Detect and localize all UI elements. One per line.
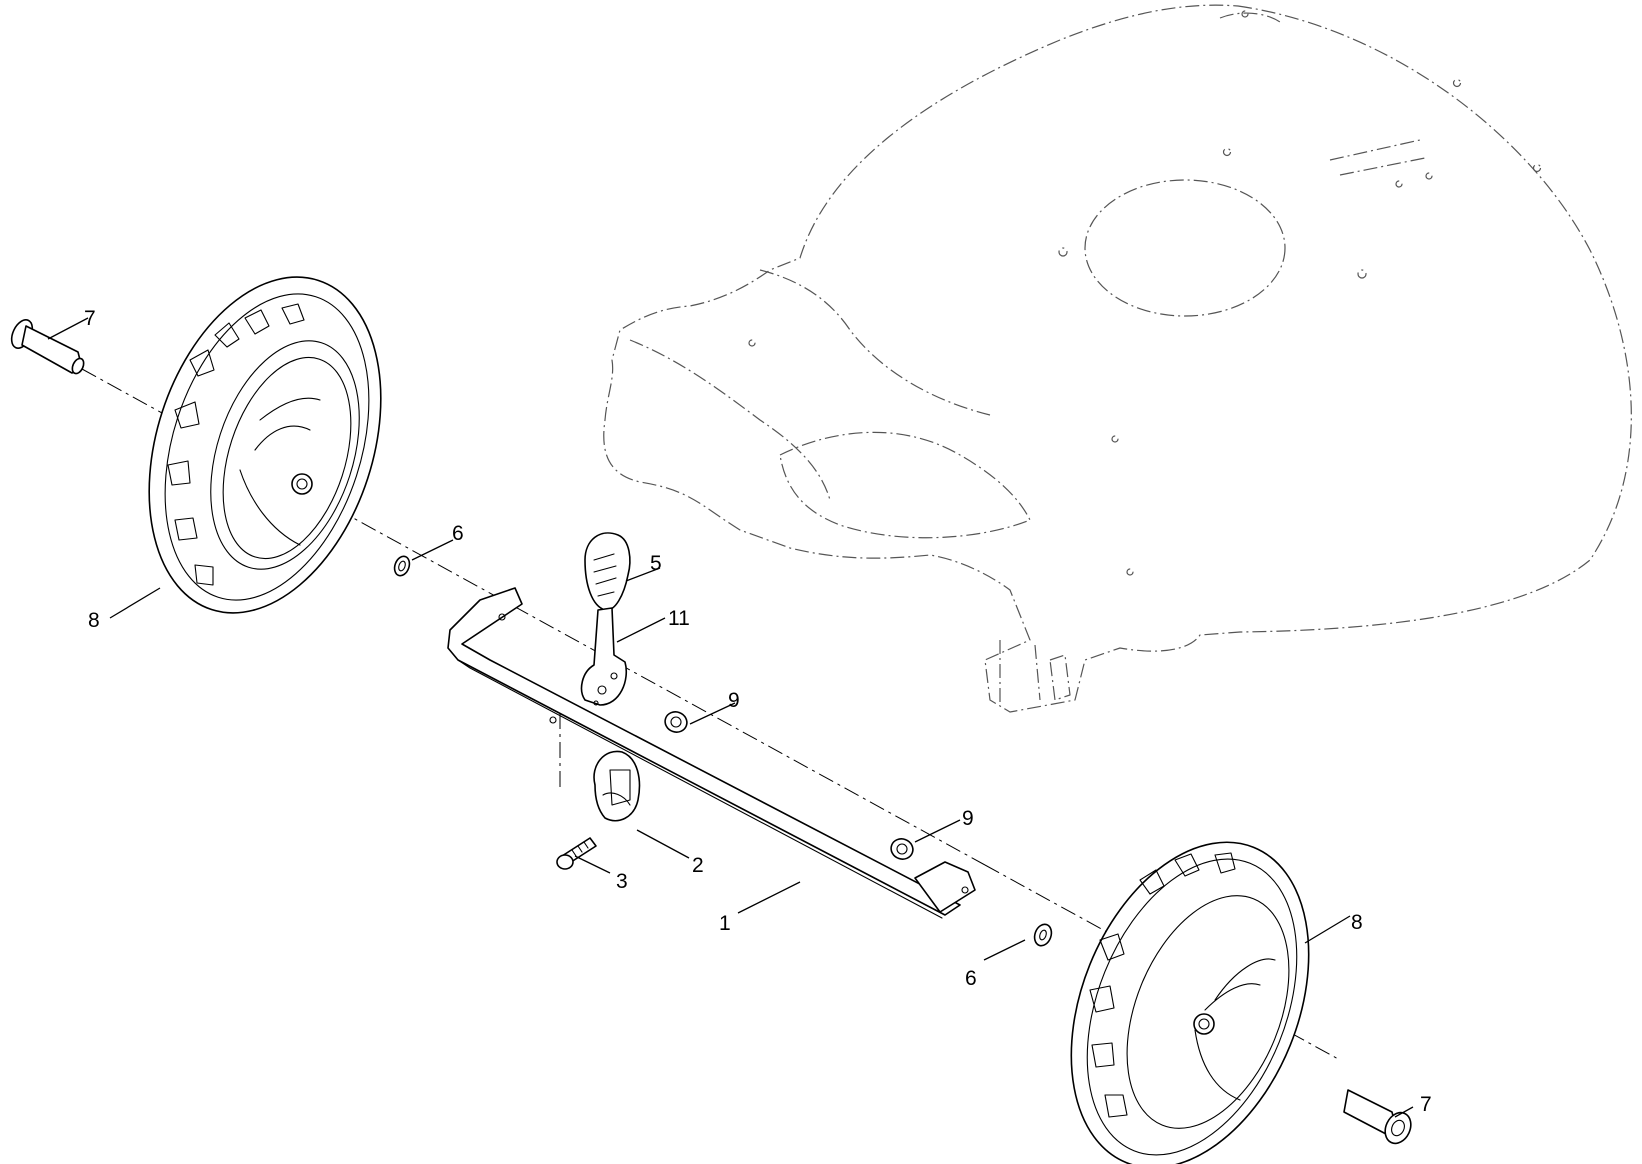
callout-11: 11 bbox=[668, 607, 690, 630]
callout-2: 2 bbox=[692, 854, 704, 877]
callout-3: 3 bbox=[616, 870, 628, 893]
assembly-axis-lines bbox=[81, 368, 1341, 1061]
callout-9-upper: 9 bbox=[728, 689, 740, 712]
callout-8-left: 8 bbox=[88, 609, 100, 632]
callout-7-right: 7 bbox=[1420, 1093, 1432, 1116]
left-wheel bbox=[148, 276, 382, 614]
axle-clip bbox=[593, 750, 641, 822]
left-washer bbox=[393, 555, 411, 577]
callouts: 7 6 5 11 9 8 2 3 1 9 6 8 7 bbox=[84, 307, 1432, 1116]
rear-axle bbox=[447, 587, 976, 919]
callout-5: 5 bbox=[650, 552, 662, 575]
callout-6-left: 6 bbox=[452, 522, 464, 545]
height-adjust-lever bbox=[580, 607, 627, 706]
leader-lines bbox=[47, 317, 1414, 1118]
left-axle-bolt bbox=[10, 319, 85, 375]
lower-nut bbox=[890, 838, 914, 860]
callout-1: 1 bbox=[719, 912, 731, 935]
callout-9-lower: 9 bbox=[962, 807, 974, 830]
right-axle-bolt bbox=[1343, 1089, 1412, 1145]
right-washer bbox=[1033, 923, 1053, 947]
callout-8-right: 8 bbox=[1351, 911, 1363, 934]
right-wheel bbox=[1070, 841, 1310, 1164]
mower-deck-outline bbox=[603, 4, 1632, 713]
upper-nut bbox=[664, 711, 688, 733]
callout-6-right: 6 bbox=[965, 967, 977, 990]
screw bbox=[556, 837, 597, 870]
callout-7-left: 7 bbox=[84, 307, 96, 330]
height-adjust-knob bbox=[584, 532, 631, 611]
